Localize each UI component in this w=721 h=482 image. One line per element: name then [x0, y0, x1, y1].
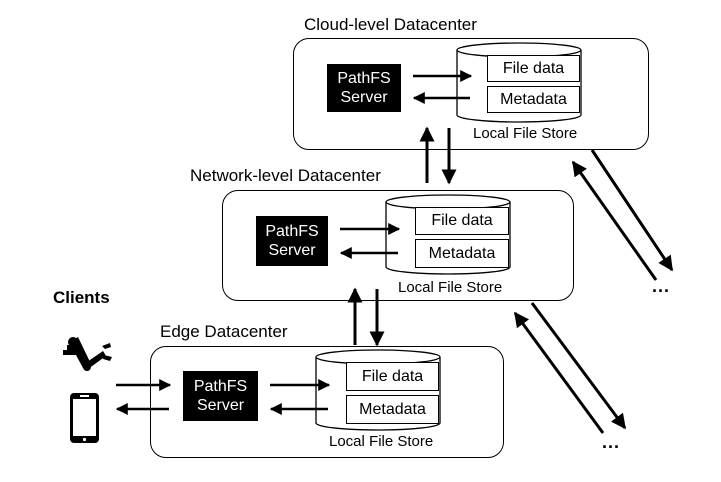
edge-store-label: Local File Store — [329, 433, 434, 450]
edge-metadata-cell: Metadata — [346, 395, 439, 424]
edge-server-name: PathFS — [193, 378, 248, 395]
peers-to-network-arrow — [513, 311, 605, 434]
network-peers-ellipsis: ... — [602, 432, 621, 452]
network-datacenter-title: Network-level Datacenter — [190, 166, 381, 185]
network-pathfs-server: PathFS Server — [256, 216, 328, 266]
cloud-file-data-cell: File data — [487, 55, 580, 82]
robot-arm-icon — [63, 337, 112, 371]
cloud-peers-ellipsis: ... — [652, 276, 671, 296]
edge-server-role: Server — [196, 397, 245, 414]
edge-pathfs-server: PathFS Server — [183, 371, 258, 421]
cloud-pathfs-server: PathFS Server — [327, 64, 401, 112]
edge-file-data-cell: File data — [346, 362, 439, 391]
cloud-store-label: Local File Store — [473, 125, 578, 142]
network-server-role: Server — [268, 242, 316, 259]
network-server-name: PathFS — [265, 223, 319, 240]
edge-datacenter-title: Edge Datacenter — [160, 322, 288, 341]
cloud-metadata-cell: Metadata — [487, 86, 580, 113]
cloud-server-role: Server — [340, 89, 388, 106]
cloud-to-peers-arrow — [590, 149, 674, 272]
network-to-peers-arrow — [530, 302, 627, 430]
cloud-server-name: PathFS — [337, 70, 391, 87]
network-file-data-cell: File data — [415, 207, 509, 235]
clients-label: Clients — [53, 288, 110, 307]
network-store-label: Local File Store — [398, 279, 503, 296]
peers-to-cloud-arrow — [571, 160, 658, 281]
smartphone-icon — [70, 393, 99, 443]
cloud-datacenter-title: Cloud-level Datacenter — [304, 15, 477, 34]
network-metadata-cell: Metadata — [415, 239, 509, 268]
